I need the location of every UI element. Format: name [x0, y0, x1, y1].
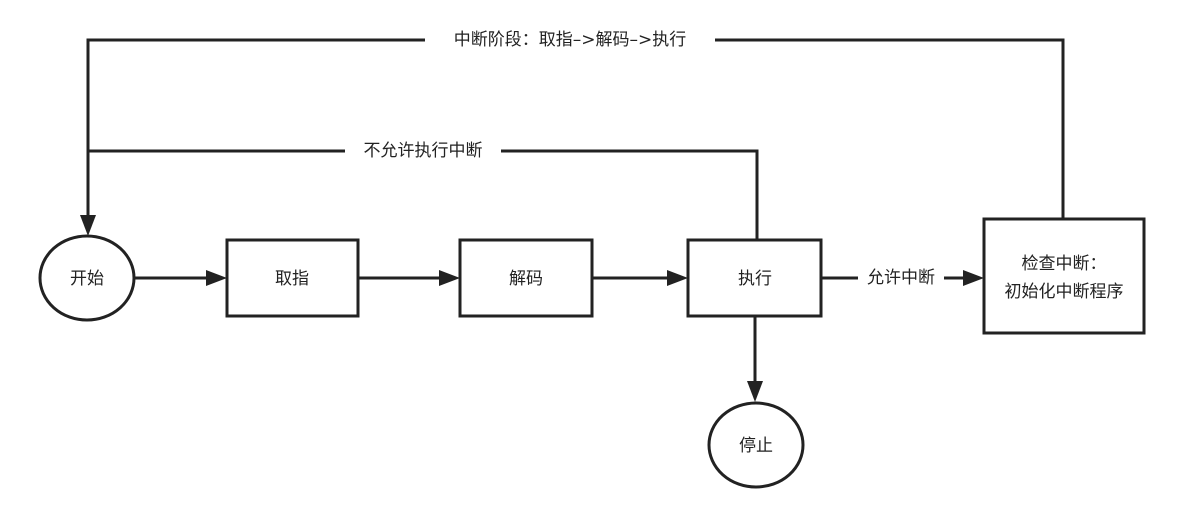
- arrowhead: [80, 215, 96, 236]
- arrowhead: [963, 270, 984, 286]
- edge-execute-to-stop: [747, 316, 763, 402]
- arrowhead: [206, 270, 227, 286]
- node-start-label: 开始: [70, 269, 104, 289]
- node-fetch-label: 取指: [275, 269, 309, 289]
- edge-check-interrupt-to-start: 中断阶段：取指–>解码–>执行: [80, 28, 1065, 236]
- edge-label-disallow-interrupt: 不允许执行中断: [364, 141, 483, 161]
- node-decode-label: 解码: [509, 269, 543, 289]
- node-decode: 解码: [458, 238, 594, 318]
- node-start: 开始: [38, 234, 136, 322]
- node-execute-label: 执行: [738, 269, 772, 289]
- edge-execute-to-start-no-interrupt: 不允许执行中断: [88, 139, 759, 240]
- node-execute: 执行: [686, 238, 823, 318]
- edge-label-interrupt-phase: 中断阶段：取指–>解码–>执行: [454, 30, 687, 50]
- arrowhead: [667, 270, 688, 286]
- node-stop-label: 停止: [739, 436, 773, 456]
- node-check-interrupt: 检查中断： 初始化中断程序: [982, 217, 1146, 335]
- arrowhead: [747, 381, 763, 402]
- edge-decode-to-execute: [593, 270, 688, 286]
- edge-fetch-to-decode: [359, 270, 460, 286]
- edge-label-allow-interrupt: 允许中断: [867, 268, 935, 288]
- arrowhead: [439, 270, 460, 286]
- node-check-interrupt-line1: 检查中断：: [1022, 254, 1107, 274]
- edge-execute-to-check-interrupt: 允许中断: [822, 266, 984, 290]
- edge-start-to-fetch: [135, 270, 227, 286]
- node-fetch: 取指: [225, 238, 360, 318]
- node-stop: 停止: [707, 401, 805, 489]
- node-check-interrupt-line2: 初始化中断程序: [1005, 282, 1124, 302]
